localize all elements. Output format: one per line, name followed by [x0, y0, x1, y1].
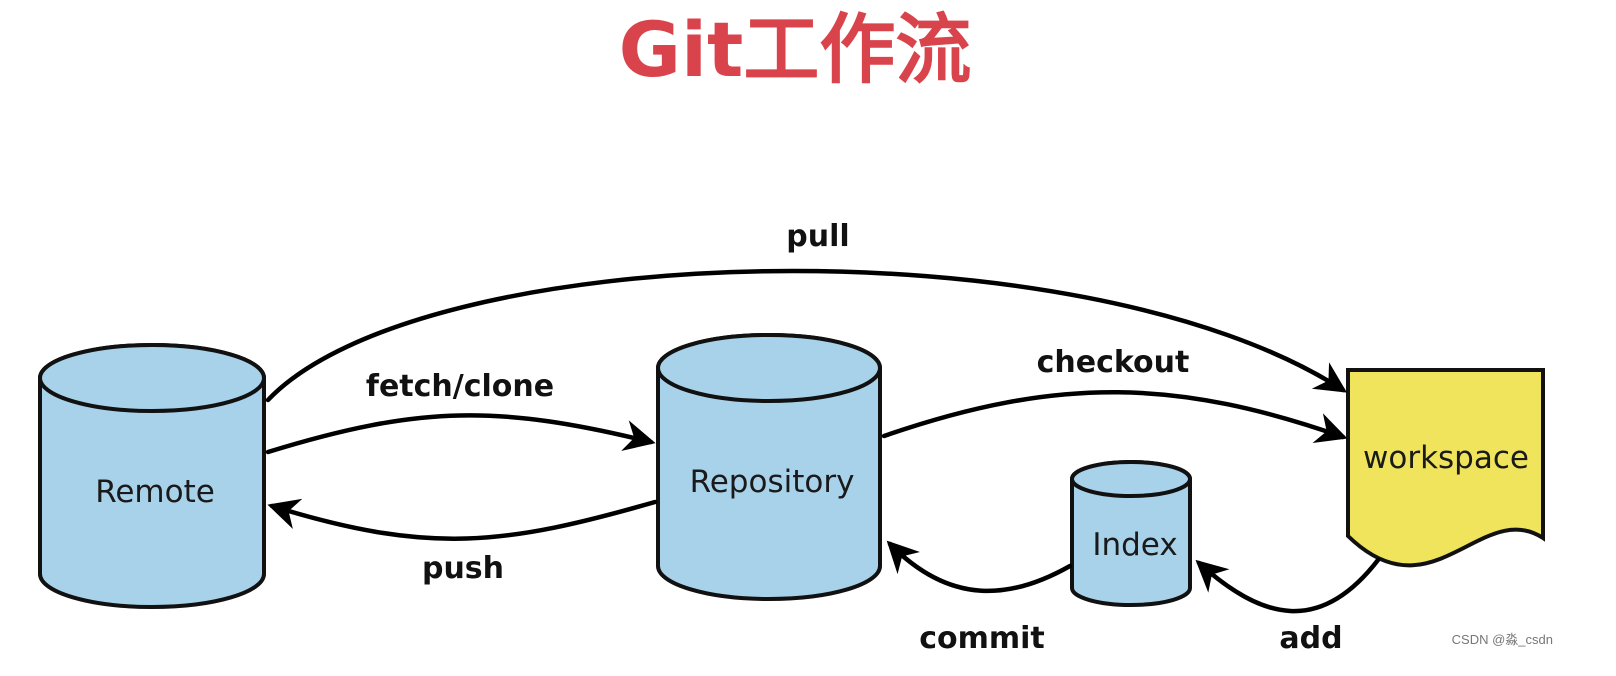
index-cylinder-top — [1070, 460, 1192, 498]
index-label: Index — [1092, 527, 1177, 563]
pull-arrow — [265, 268, 1347, 403]
remote-node: Remote — [38, 343, 266, 609]
add-arrow — [1195, 557, 1381, 614]
pull-label: pull — [786, 219, 849, 254]
repository-label: Repository — [690, 464, 855, 500]
workspace-node: workspace — [1346, 368, 1545, 568]
remote-cylinder-top — [38, 343, 266, 413]
push-arrow — [267, 498, 658, 541]
index-node: Index — [1070, 460, 1192, 607]
checkout-arrow — [881, 390, 1348, 444]
commit-arrow — [886, 540, 1073, 594]
workspace-label: workspace — [1363, 440, 1529, 476]
add-label: add — [1279, 621, 1342, 656]
workspace-document-shape — [1346, 368, 1545, 568]
commit-label: commit — [919, 621, 1045, 656]
fetch-clone-arrow — [265, 413, 656, 455]
repository-node: Repository — [656, 333, 882, 601]
checkout-label: checkout — [1037, 345, 1190, 380]
push-label: push — [422, 551, 504, 586]
repository-cylinder-top — [656, 333, 882, 403]
remote-label: Remote — [95, 474, 215, 510]
page-title: Git工作流 — [619, 5, 972, 94]
fetch-clone-label: fetch/clone — [366, 369, 554, 404]
watermark: CSDN @淼_csdn — [1452, 632, 1553, 647]
